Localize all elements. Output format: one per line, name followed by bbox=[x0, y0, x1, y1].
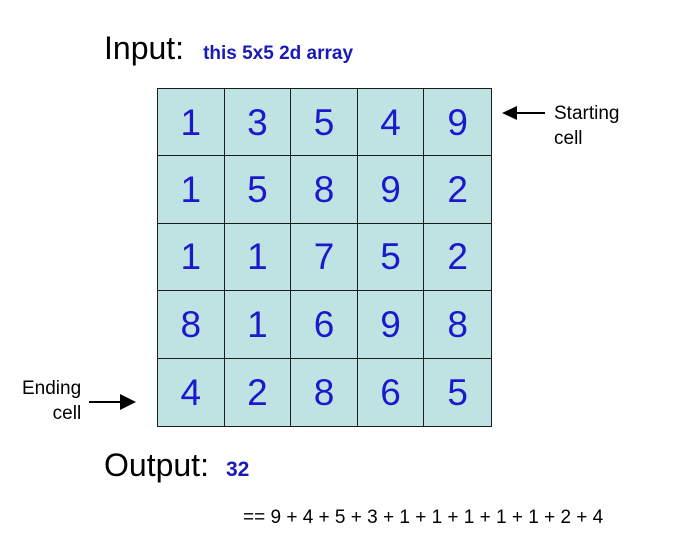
grid-cell-r1-c3: 5 bbox=[291, 89, 358, 157]
grid-cell-r1-c1: 1 bbox=[158, 89, 225, 157]
grid-cell-r5-c1: 4 bbox=[158, 358, 225, 426]
grid-cell-r1-c5: 9 bbox=[424, 89, 491, 157]
grid-cell-r4-c2: 1 bbox=[224, 291, 292, 359]
grid-cell-r5-c4: 6 bbox=[357, 358, 425, 426]
grid-cell-r2-c1: 1 bbox=[158, 156, 225, 224]
grid-cell-r5-c2: 2 bbox=[224, 358, 292, 426]
grid-cell-r3-c2: 1 bbox=[224, 223, 292, 292]
ending-cell-line2: cell bbox=[52, 403, 82, 425]
grid-cell-r3-c1: 1 bbox=[158, 223, 225, 292]
input-subtitle: this 5x5 2d array bbox=[203, 43, 354, 64]
ending-cell-annotation: Ending cell bbox=[22, 375, 137, 426]
grid-cell-r1-c4: 4 bbox=[357, 89, 425, 157]
grid-cell-r5-c5: 5 bbox=[424, 358, 491, 426]
grid-cell-r5-c3: 8 bbox=[291, 358, 358, 426]
grid-cell-r1-c2: 3 bbox=[224, 89, 292, 157]
grid-cell-r4-c3: 6 bbox=[291, 291, 358, 359]
output-heading: Output: 32 bbox=[104, 449, 249, 481]
input-label: Input: bbox=[104, 30, 185, 66]
ending-cell-text: Ending cell bbox=[22, 376, 81, 426]
grid-cell-r3-c3: 7 bbox=[291, 223, 358, 292]
output-value: 32 bbox=[225, 458, 250, 481]
ending-cell-line1: Ending bbox=[22, 378, 82, 399]
starting-cell-line1: Starting bbox=[554, 103, 620, 124]
arrow-left-icon bbox=[502, 106, 545, 120]
grid-cell-r2-c5: 2 bbox=[424, 156, 491, 224]
grid-cell-r4-c1: 8 bbox=[158, 291, 225, 359]
grid-cell-r3-c5: 2 bbox=[424, 223, 491, 292]
input-heading: Input: this 5x5 2d array bbox=[104, 32, 353, 64]
grid-cell-r2-c4: 9 bbox=[357, 156, 425, 224]
grid-cell-r3-c4: 5 bbox=[357, 223, 425, 292]
output-label: Output: bbox=[104, 447, 209, 483]
starting-cell-text: Starting cell bbox=[554, 101, 619, 151]
grid-cell-r4-c4: 9 bbox=[357, 291, 425, 359]
starting-cell-annotation: Starting cell bbox=[502, 100, 619, 151]
grid-cell-r4-c5: 8 bbox=[424, 291, 491, 359]
grid-cell-r2-c3: 8 bbox=[291, 156, 358, 224]
arrow-right-icon bbox=[89, 394, 137, 410]
starting-cell-line2: cell bbox=[554, 128, 583, 150]
grid-cell-r2-c2: 5 bbox=[224, 156, 292, 224]
output-sum-expression: == 9 + 4 + 5 + 3 + 1 + 1 + 1 + 1 + 1 + 2… bbox=[243, 507, 604, 528]
